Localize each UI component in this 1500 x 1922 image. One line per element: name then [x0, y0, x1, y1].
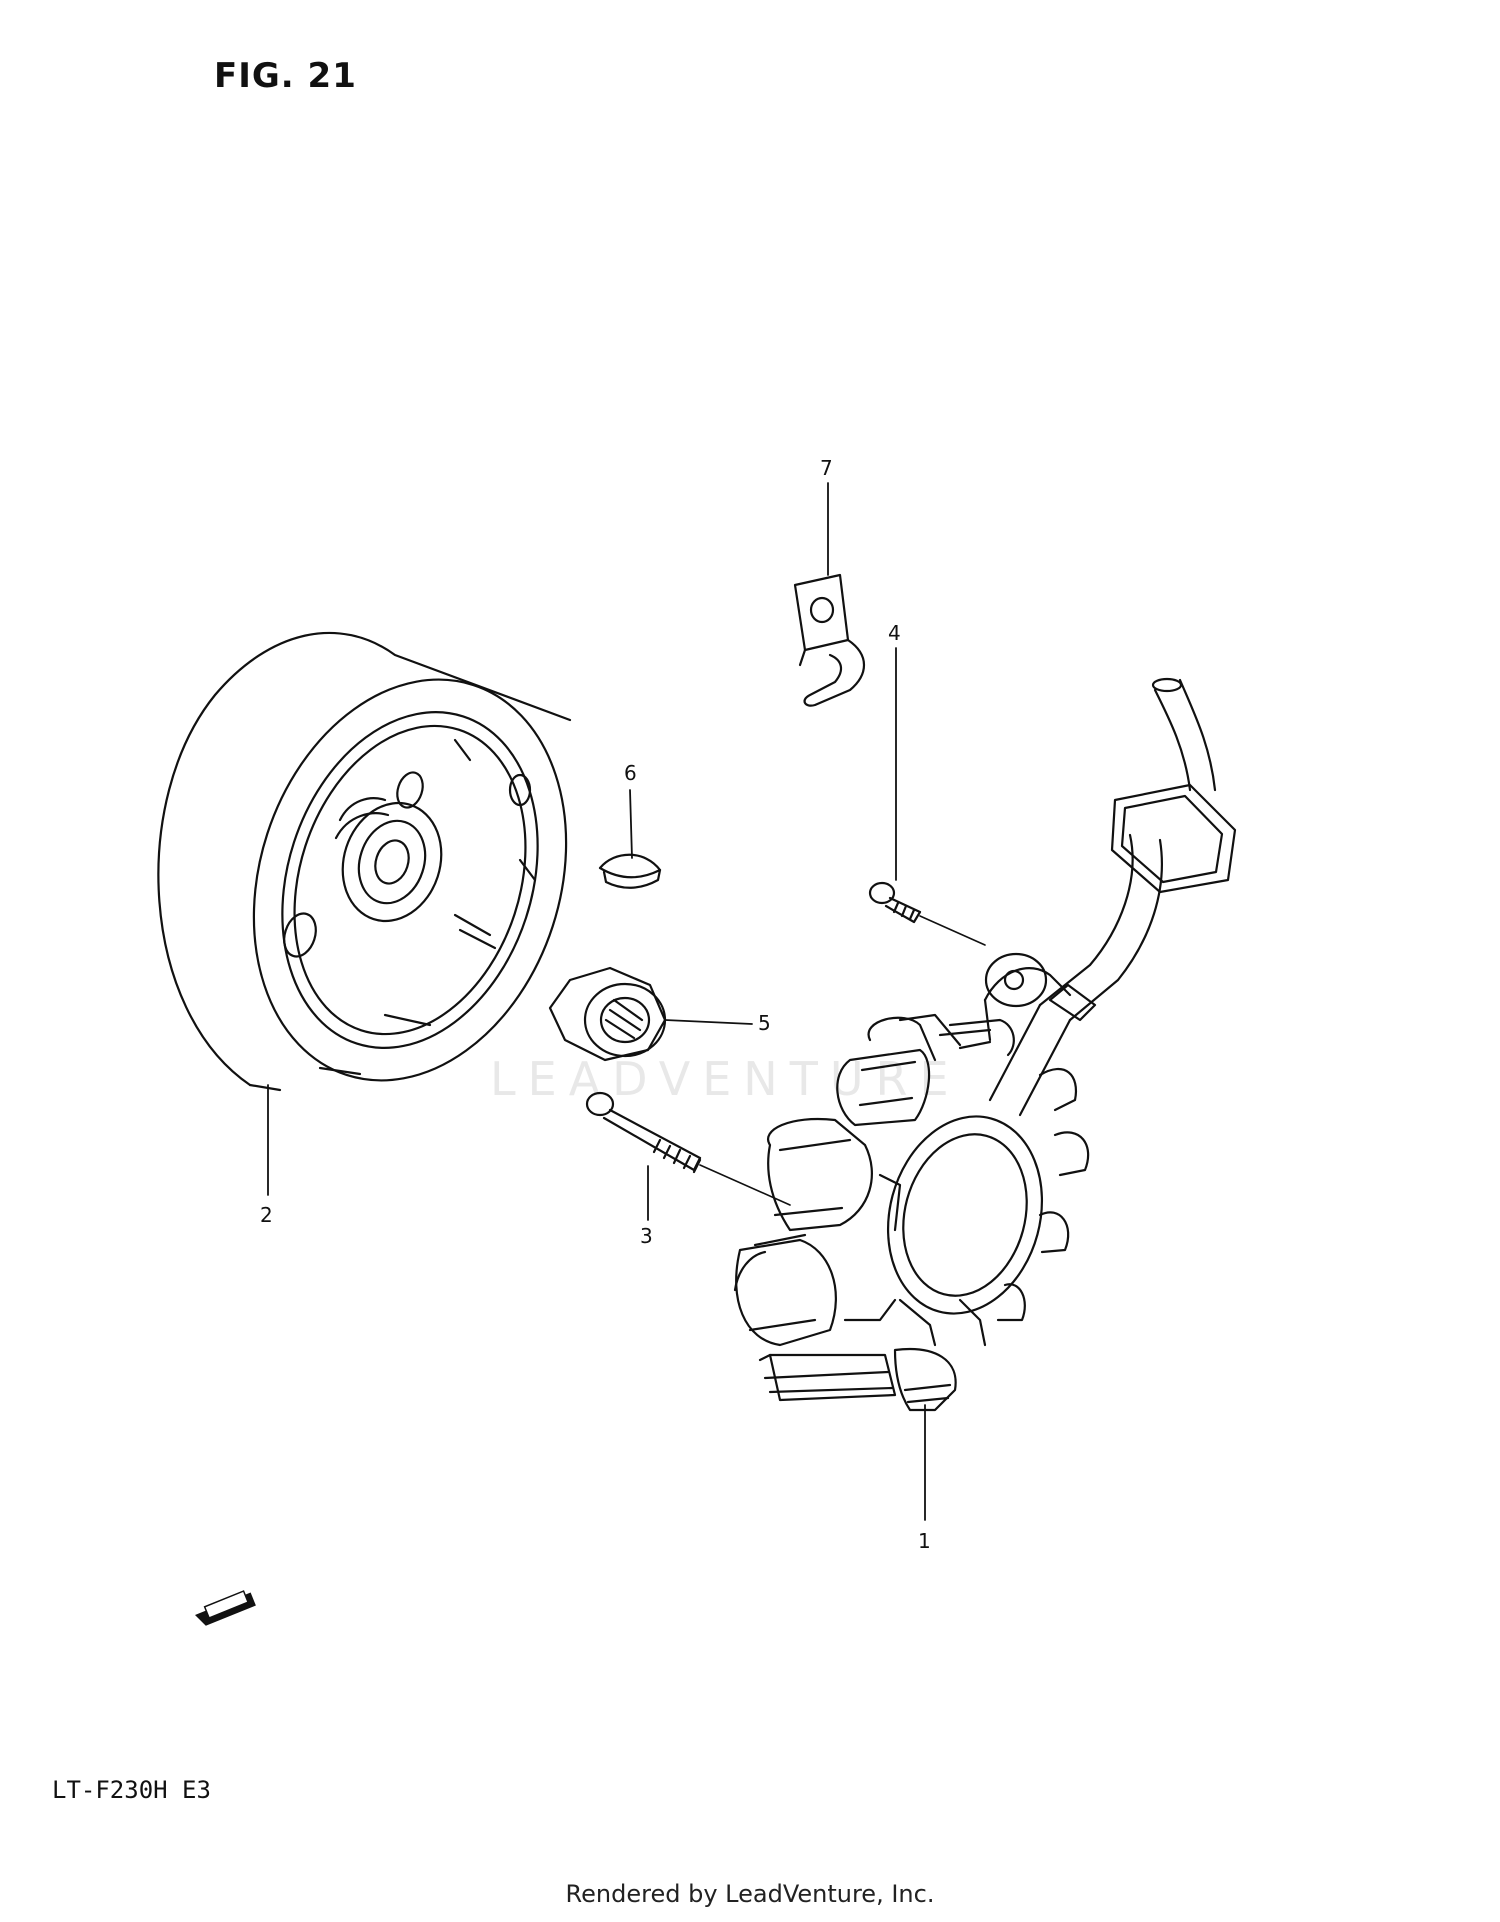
screw-drawing	[868, 881, 986, 946]
rotor-drawing	[157, 631, 572, 1092]
callout-6: 6	[624, 761, 637, 785]
bolt-drawing	[585, 1091, 791, 1206]
model-code: LT-F230H E3	[52, 1776, 211, 1804]
nut-drawing	[548, 966, 667, 1062]
stator-drawing	[733, 952, 1090, 1412]
clamp-drawing	[793, 573, 865, 707]
wire-harness-drawing	[988, 677, 1237, 1117]
leader-lines	[267, 482, 926, 1521]
figure-title: FIG. 21	[214, 56, 357, 96]
footer-credit: Rendered by LeadVenture, Inc.	[565, 1880, 935, 1908]
callout-3: 3	[640, 1224, 653, 1248]
callout-7: 7	[820, 456, 833, 480]
callout-2: 2	[260, 1203, 273, 1227]
front-arrow-icon	[195, 1590, 256, 1626]
callout-4: 4	[888, 621, 901, 645]
watermark: LEADVENTURE	[490, 1052, 961, 1106]
callout-1: 1	[918, 1529, 931, 1553]
callout-5: 5	[758, 1011, 771, 1035]
woodruff-key-drawing	[598, 853, 662, 889]
